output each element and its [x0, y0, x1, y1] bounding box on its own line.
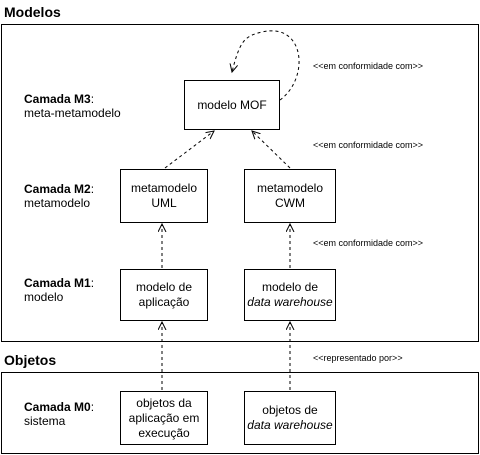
node-modelo-aplicacao-line1: modelo de: [135, 280, 193, 294]
layer-m3-label: Camada M3: meta-metamodelo: [24, 92, 121, 120]
node-metamodelo-uml: metamodelo UML: [120, 169, 208, 223]
node-objetos-data-warehouse: objetos de data warehouse: [244, 391, 336, 445]
layer-m1-name: Camada M1: [24, 276, 91, 290]
node-objetos-dw-line1: objetos de: [262, 403, 318, 417]
layer-m1-desc: modelo: [24, 290, 64, 304]
objetos-panel: [1, 372, 479, 454]
layer-m2-label: Camada M2: metamodelo: [24, 182, 95, 210]
node-modelo-dw-line2: data warehouse: [247, 295, 333, 309]
relation-label-conformidade-3: <<em conformidade com>>: [313, 238, 424, 248]
layer-m3-desc: meta-metamodelo: [24, 106, 121, 120]
node-metamodelo-cwm: metamodelo CWM: [244, 169, 336, 223]
node-objetos-aplicacao-line3: execução: [138, 425, 190, 440]
layer-m0-desc: sistema: [24, 414, 66, 428]
relation-label-representado: <<representado por>>: [313, 353, 403, 363]
layer-m1-label: Camada M1: modelo: [24, 276, 95, 304]
node-modelo-aplicacao: modelo de aplicação: [120, 269, 208, 321]
section-title-objetos: Objetos: [4, 352, 57, 368]
layer-m3-name: Camada M3: [24, 92, 91, 106]
node-modelo-data-warehouse: modelo de data warehouse: [244, 269, 336, 321]
node-metamodelo-uml-line1: metamodelo: [130, 181, 198, 195]
node-objetos-dw-line2: data warehouse: [247, 418, 333, 432]
section-title-modelos: Modelos: [4, 4, 61, 20]
node-metamodelo-cwm-line1: metamodelo: [256, 181, 324, 195]
layer-m0-label: Camada M0: sistema: [24, 400, 95, 428]
node-objetos-aplicacao-line2: aplicação em: [128, 410, 200, 425]
node-modelo-mof: modelo MOF: [184, 80, 280, 130]
node-metamodelo-uml-line2: UML: [151, 196, 177, 210]
relation-label-conformidade-1: <<em conformidade com>>: [313, 61, 424, 71]
node-modelo-mof-line1: modelo MOF: [197, 97, 267, 112]
layer-m2-name: Camada M2: [24, 182, 91, 196]
layer-m2-desc: metamodelo: [24, 196, 91, 210]
node-metamodelo-cwm-line2: CWM: [275, 196, 305, 210]
relation-label-conformidade-2: <<em conformidade com>>: [313, 140, 424, 150]
node-modelo-aplicacao-line2: aplicação: [138, 295, 190, 309]
node-objetos-aplicacao: objetos da aplicação em execução: [120, 391, 208, 445]
node-modelo-dw-line1: modelo de: [261, 280, 319, 294]
node-objetos-aplicacao-line1: objetos da: [136, 395, 192, 410]
layer-m0-name: Camada M0: [24, 400, 91, 414]
